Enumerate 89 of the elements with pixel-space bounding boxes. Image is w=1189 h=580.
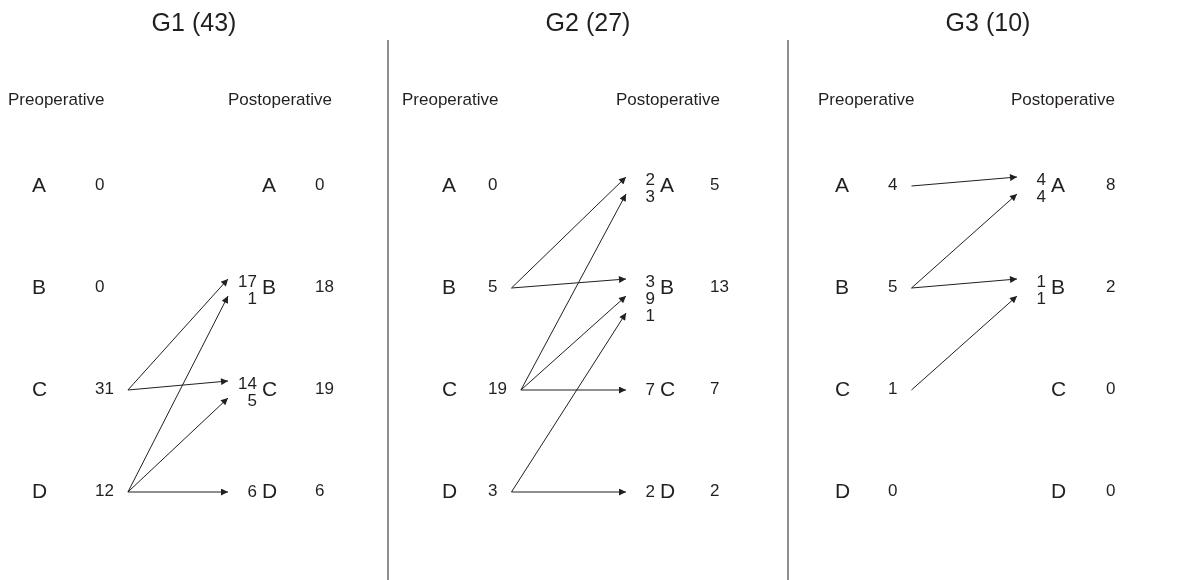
arrow (127, 378, 229, 391)
grade-letter: A (660, 173, 675, 197)
column-header: Postoperative (1011, 90, 1115, 110)
grade-letter: B (835, 275, 850, 299)
patient-count: 2 (710, 481, 720, 501)
grade-letter: D (32, 479, 49, 503)
arrow (910, 295, 1018, 391)
column-header: Preoperative (402, 90, 499, 110)
edge-label: 3 (645, 187, 655, 205)
arrow (510, 312, 627, 493)
edge-label: 14 (238, 374, 257, 392)
patient-count: 5 (488, 277, 498, 297)
patient-count: 0 (315, 175, 325, 195)
panel-title: G2 (27) (545, 8, 631, 37)
arrow (510, 176, 627, 289)
patient-count: 0 (1106, 379, 1116, 399)
grade-letter: D (1051, 479, 1068, 503)
arrow (910, 193, 1018, 289)
grade-letter: C (32, 377, 49, 401)
arrow (520, 386, 627, 394)
edge-label: 1 (645, 306, 655, 324)
edge-label: 4 (1036, 170, 1046, 188)
edge-label: 9 (645, 289, 655, 307)
column-header: Postoperative (616, 90, 720, 110)
patient-count: 3 (488, 481, 498, 501)
patient-count: 6 (315, 481, 325, 501)
patient-count: 0 (95, 277, 105, 297)
edge-label: 2 (645, 482, 655, 500)
grade-letter: A (835, 173, 850, 197)
arrow (520, 295, 627, 391)
edge-label: 1 (1036, 272, 1046, 290)
edge-label: 7 (645, 380, 655, 398)
arrow (127, 295, 229, 493)
patient-count: 0 (95, 175, 105, 195)
grade-letter: B (660, 275, 675, 299)
arrow (910, 174, 1018, 187)
grade-letter: A (1051, 173, 1066, 197)
arrow (127, 278, 229, 391)
column-header: Preoperative (8, 90, 105, 110)
grade-letter: D (262, 479, 279, 503)
edge-label: 2 (645, 170, 655, 188)
patient-count: 1 (888, 379, 898, 399)
arrow (510, 488, 627, 496)
panel-title: G1 (43) (151, 8, 237, 37)
patient-count: 0 (1106, 481, 1116, 501)
edge-label: 4 (1036, 187, 1046, 205)
patient-count: 31 (95, 379, 114, 399)
grade-letter: C (262, 377, 279, 401)
patient-count: 4 (888, 175, 898, 195)
patient-count: 19 (488, 379, 507, 399)
patient-count: 12 (95, 481, 114, 501)
arrow (127, 397, 229, 493)
patient-count: 0 (888, 481, 898, 501)
grade-letter: C (835, 377, 852, 401)
grade-letter: B (32, 275, 47, 299)
patient-count: 0 (488, 175, 498, 195)
arrow (127, 488, 229, 496)
panel-title: G3 (10) (945, 8, 1031, 37)
grade-letter: C (1051, 377, 1068, 401)
edge-label: 6 (247, 482, 257, 500)
grade-letter: D (442, 479, 459, 503)
patient-count: 8 (1106, 175, 1116, 195)
grade-letter: C (660, 377, 677, 401)
arrow (520, 193, 627, 391)
grade-letter: B (1051, 275, 1066, 299)
arrow (510, 276, 627, 289)
grade-letter: D (835, 479, 852, 503)
edge-label: 1 (247, 289, 257, 307)
edge-label: 5 (247, 391, 257, 409)
grade-letter: A (32, 173, 47, 197)
edge-label: 3 (645, 272, 655, 290)
grade-letter: D (660, 479, 677, 503)
grade-letter: B (262, 275, 277, 299)
edge-label: 1 (1036, 289, 1046, 307)
patient-count: 5 (888, 277, 898, 297)
column-header: Preoperative (818, 90, 915, 110)
patient-count: 7 (710, 379, 720, 399)
grade-letter: A (262, 173, 277, 197)
arrow (910, 276, 1018, 289)
edge-label: 17 (238, 272, 257, 290)
grade-letter: C (442, 377, 459, 401)
column-header: Postoperative (228, 90, 332, 110)
patient-count: 13 (710, 277, 729, 297)
patient-count: 5 (710, 175, 720, 195)
patient-count: 18 (315, 277, 334, 297)
grade-letter: B (442, 275, 457, 299)
grade-letter: A (442, 173, 457, 197)
patient-count: 2 (1106, 277, 1116, 297)
patient-count: 19 (315, 379, 334, 399)
